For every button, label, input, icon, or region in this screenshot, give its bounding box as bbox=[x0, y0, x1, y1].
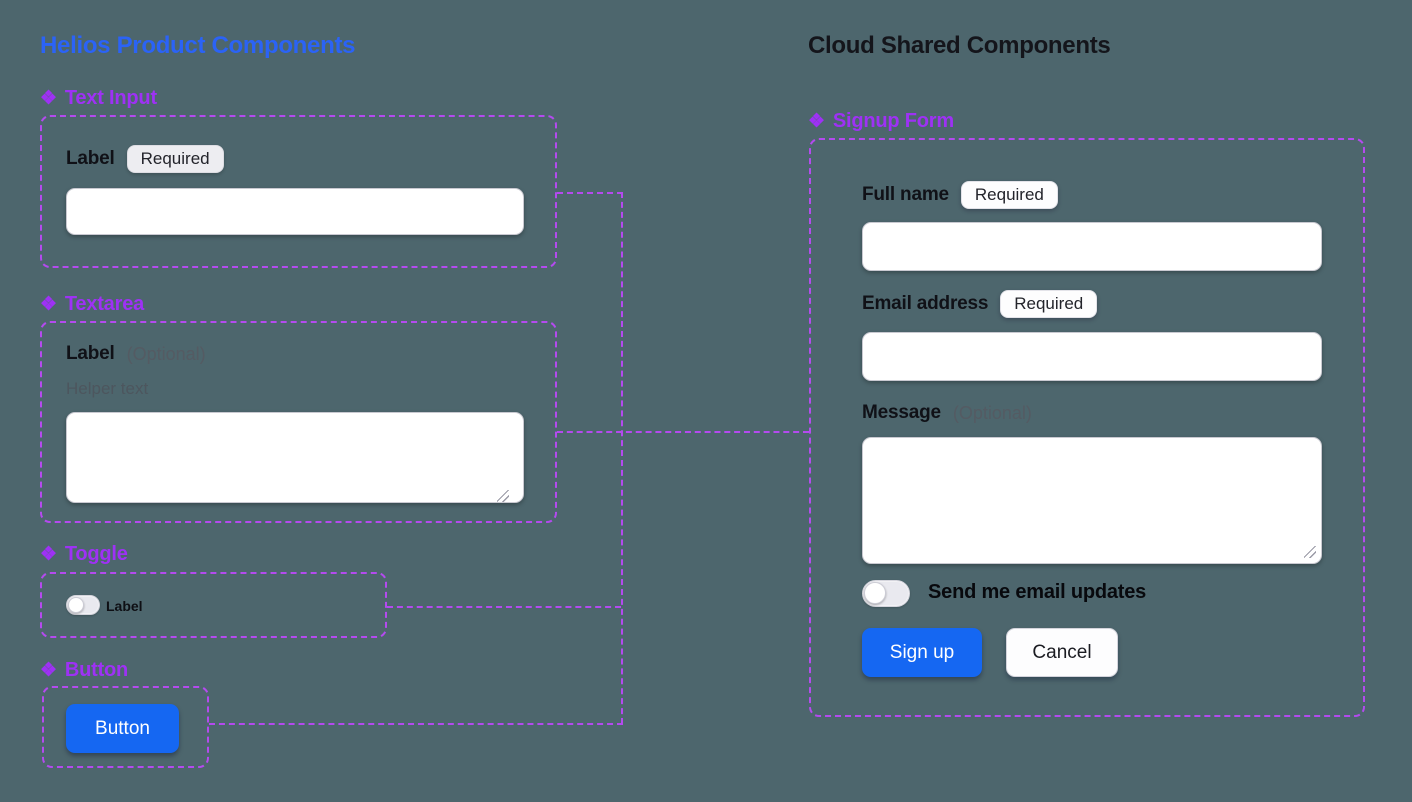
field-label: Label bbox=[66, 148, 115, 169]
resize-handle-icon[interactable] bbox=[497, 490, 509, 502]
component-name: Text Input bbox=[64, 87, 157, 109]
connector-line bbox=[209, 723, 623, 725]
email-updates-toggle[interactable] bbox=[862, 580, 910, 607]
component-diamond-icon: ❖ bbox=[40, 660, 57, 681]
field-label: Full name bbox=[862, 184, 949, 205]
message-textarea[interactable] bbox=[862, 437, 1322, 564]
full-name-input[interactable] bbox=[862, 222, 1322, 271]
component-name: Signup Form bbox=[832, 110, 954, 132]
component-label-button: ❖ Button bbox=[40, 659, 128, 682]
text-input-label-row: Label Required bbox=[66, 145, 224, 173]
optional-hint: (Optional) bbox=[952, 402, 1032, 423]
connector-line bbox=[557, 192, 623, 194]
textarea-label-row: Label (Optional) bbox=[66, 343, 206, 365]
text-input-field[interactable] bbox=[66, 188, 524, 235]
component-frame-toggle bbox=[40, 572, 387, 638]
component-frame-text-input bbox=[40, 115, 557, 268]
component-diamond-icon: ❖ bbox=[40, 88, 57, 109]
sign-up-button[interactable]: Sign up bbox=[862, 628, 982, 677]
toggle-label: Label bbox=[106, 598, 143, 614]
component-label-text-input: ❖ Text Input bbox=[40, 87, 157, 110]
component-diamond-icon: ❖ bbox=[40, 544, 57, 565]
email-label-row: Email address Required bbox=[862, 290, 1098, 318]
field-label: Email address bbox=[862, 293, 989, 314]
optional-hint: (Optional) bbox=[126, 343, 206, 364]
required-badge: Required bbox=[126, 145, 224, 173]
component-label-textarea: ❖ Textarea bbox=[40, 293, 144, 316]
component-name: Textarea bbox=[64, 293, 145, 315]
demo-button[interactable]: Button bbox=[66, 704, 179, 753]
component-frame-signup-form bbox=[809, 138, 1365, 717]
component-label-toggle: ❖ Toggle bbox=[40, 543, 128, 566]
helper-text: Helper text bbox=[66, 379, 149, 398]
component-frame-button bbox=[42, 686, 209, 768]
textarea-field[interactable] bbox=[66, 412, 524, 503]
component-diamond-icon: ❖ bbox=[40, 294, 57, 315]
component-frame-textarea bbox=[40, 321, 557, 523]
email-updates-label: Send me email updates bbox=[928, 581, 1147, 603]
required-badge: Required bbox=[1000, 290, 1098, 318]
field-label: Label bbox=[66, 343, 115, 364]
left-section-title: Helios Product Components bbox=[40, 32, 356, 59]
connector-line bbox=[621, 192, 623, 724]
full-name-label-row: Full name Required bbox=[862, 181, 1058, 209]
message-label-row: Message (Optional) bbox=[862, 402, 1032, 424]
connector-line bbox=[557, 431, 809, 433]
toggle-switch[interactable] bbox=[66, 595, 100, 615]
email-input[interactable] bbox=[862, 332, 1322, 381]
resize-handle-icon[interactable] bbox=[1304, 546, 1316, 558]
toggle-knob bbox=[864, 582, 886, 604]
component-name: Toggle bbox=[64, 543, 128, 565]
component-name: Button bbox=[64, 659, 129, 681]
component-label-signup-form: ❖ Signup Form bbox=[808, 110, 954, 133]
required-badge: Required bbox=[960, 181, 1058, 209]
component-diamond-icon: ❖ bbox=[808, 111, 825, 132]
toggle-knob bbox=[68, 597, 84, 613]
connector-line bbox=[387, 606, 621, 608]
right-section-title: Cloud Shared Components bbox=[808, 32, 1111, 59]
cancel-button[interactable]: Cancel bbox=[1006, 628, 1118, 677]
field-label: Message bbox=[862, 402, 941, 423]
